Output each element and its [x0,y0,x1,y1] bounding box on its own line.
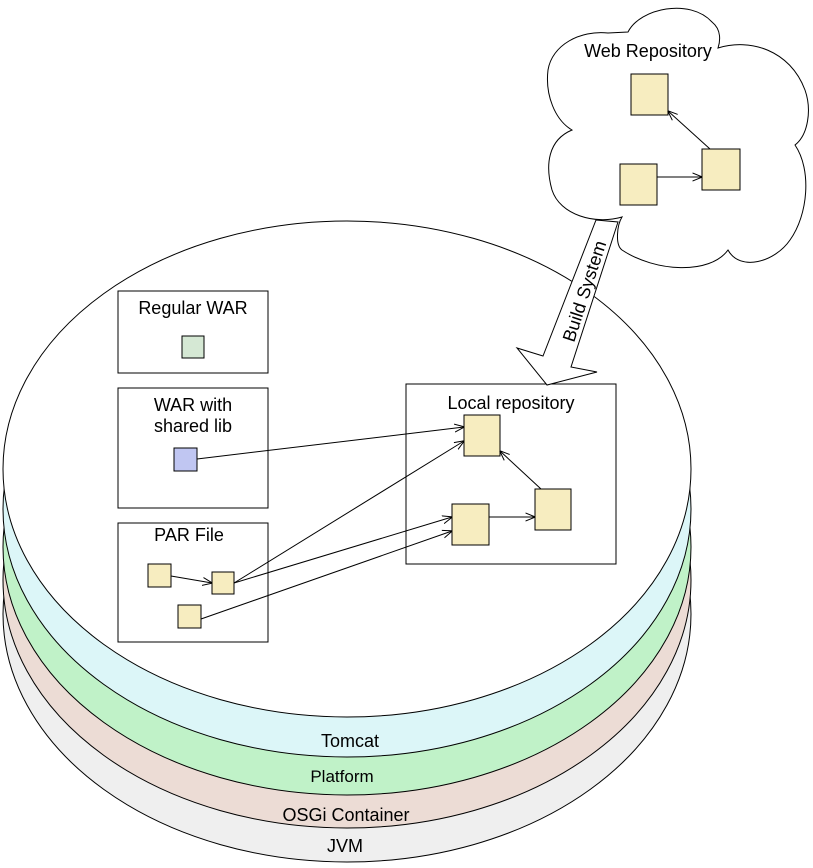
war-shared-lib-label-line2: shared lib [154,416,232,436]
par-file-box: PAR File [117,522,269,643]
web-dependency-arrow-diagonal [668,111,711,150]
shared-lib-war-artifact [173,447,198,472]
shared-lib-to-local-arrow [196,427,464,460]
local-bundle-right [534,488,572,531]
par-bundle-1 [147,563,172,588]
par-bundle-2 [211,571,235,595]
local-bundle-top [463,414,501,457]
web-repository-label: Web Repository [584,41,712,61]
osgi-container-label: OSGi Container [282,805,409,825]
local-dependency-arrow-diagonal [500,451,542,490]
web-bundle-left [619,163,658,206]
par-internal-arrow [170,575,212,583]
par-file-label: PAR File [154,525,224,545]
tomcat-label: Tomcat [321,731,379,751]
par-to-local-left-arrow-2 [200,531,452,620]
web-bundle-top [630,73,669,116]
regular-war-label: Regular WAR [138,298,247,318]
web-bundle-right [701,148,741,191]
platform-label: Platform [310,767,373,786]
war-shared-lib-label-line1: WAR with [154,395,232,415]
par-to-local-top-arrow [233,441,464,584]
jvm-label: JVM [327,836,363,856]
local-repository-label: Local repository [447,393,574,413]
regular-war-artifact [181,335,205,359]
local-bundle-left [451,503,490,546]
regular-war-box: Regular WAR [117,290,269,374]
par-to-local-left-arrow-1 [233,517,452,584]
web-repository-cloud: Web Repository [546,7,809,269]
local-repository-box: Local repository [405,383,617,565]
par-bundle-3 [177,604,202,629]
war-shared-lib-box: WAR with shared lib [117,387,269,509]
